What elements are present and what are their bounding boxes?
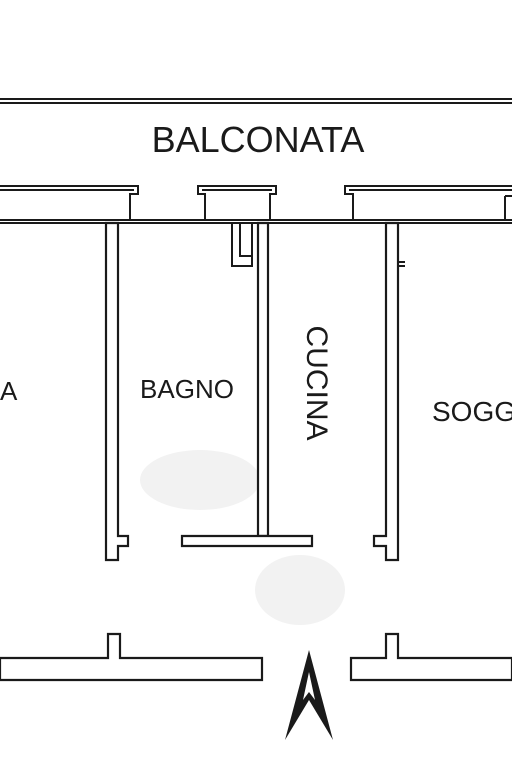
bottom-wall-left xyxy=(0,632,264,682)
room-label-bagno: BAGNO xyxy=(140,374,234,404)
north-arrow-icon xyxy=(285,650,333,740)
partition-wall-foot xyxy=(180,534,314,548)
room-label-balconata: BALCONATA xyxy=(152,119,365,160)
bottom-wall-right xyxy=(349,632,512,682)
room-label-partial-left: A xyxy=(0,376,18,406)
facade-wall xyxy=(0,185,512,224)
partition-wall-right xyxy=(372,221,405,562)
scan-smudge xyxy=(255,555,345,625)
balcony-top-wall xyxy=(0,98,512,104)
scan-smudge xyxy=(140,450,260,510)
room-label-cucina: CUCINA xyxy=(300,325,333,440)
room-label-soggiorno: SOGG xyxy=(432,396,512,427)
partition-wall-left xyxy=(104,221,130,562)
